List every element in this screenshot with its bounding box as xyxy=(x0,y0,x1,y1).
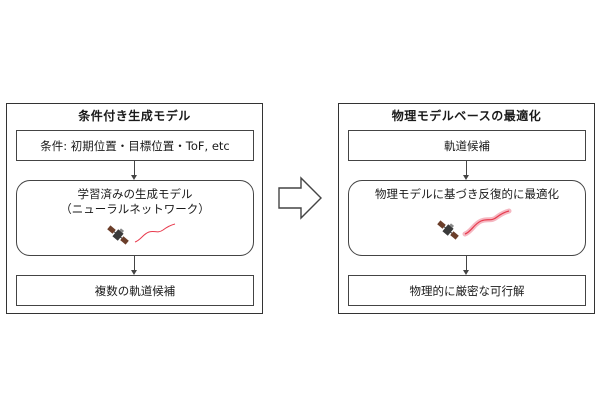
satellite-icon xyxy=(437,220,459,240)
trajectory-icon xyxy=(134,223,176,243)
flow-arrow xyxy=(134,256,136,270)
flow-arrow-head xyxy=(463,175,469,180)
trajectory-band-icon xyxy=(462,208,512,237)
solution-box: 物理的に厳密な可行解 xyxy=(348,275,586,306)
candidate-input-label: 軌道候補 xyxy=(444,138,490,153)
flow-arrow xyxy=(134,161,136,175)
optimizer-box: 物理モデルに基づき反復的に最適化 xyxy=(348,180,586,256)
left-panel-title: 条件付き生成モデル xyxy=(78,109,191,123)
big-arrow-icon xyxy=(278,176,322,220)
model-label-line2: （ニューラルネットワーク） xyxy=(60,202,210,216)
flow-arrow-head xyxy=(131,270,137,275)
flow-arrow xyxy=(466,256,468,270)
right-panel-title: 物理モデルベースの最適化 xyxy=(391,109,542,123)
generative-model-box: 学習済みの生成モデル （ニューラルネットワーク） xyxy=(16,180,254,256)
flow-arrow-head xyxy=(463,270,469,275)
flow-arrow-head xyxy=(131,175,137,180)
flow-arrow xyxy=(466,161,468,175)
model-label-line1: 学習済みの生成モデル xyxy=(77,187,193,201)
optimizer-label: 物理モデルに基づき反復的に最適化 xyxy=(375,187,559,201)
candidates-box: 複数の軌道候補 xyxy=(16,275,254,306)
conditions-box: 条件: 初期位置・目標位置・ToF, etc xyxy=(16,130,254,161)
solution-label: 物理的に厳密な可行解 xyxy=(409,283,525,298)
conditions-label: 条件: 初期位置・目標位置・ToF, etc xyxy=(40,138,230,153)
candidates-label: 複数の軌道候補 xyxy=(94,283,176,298)
satellite-icon xyxy=(107,225,129,245)
candidate-input-box: 軌道候補 xyxy=(348,130,586,161)
